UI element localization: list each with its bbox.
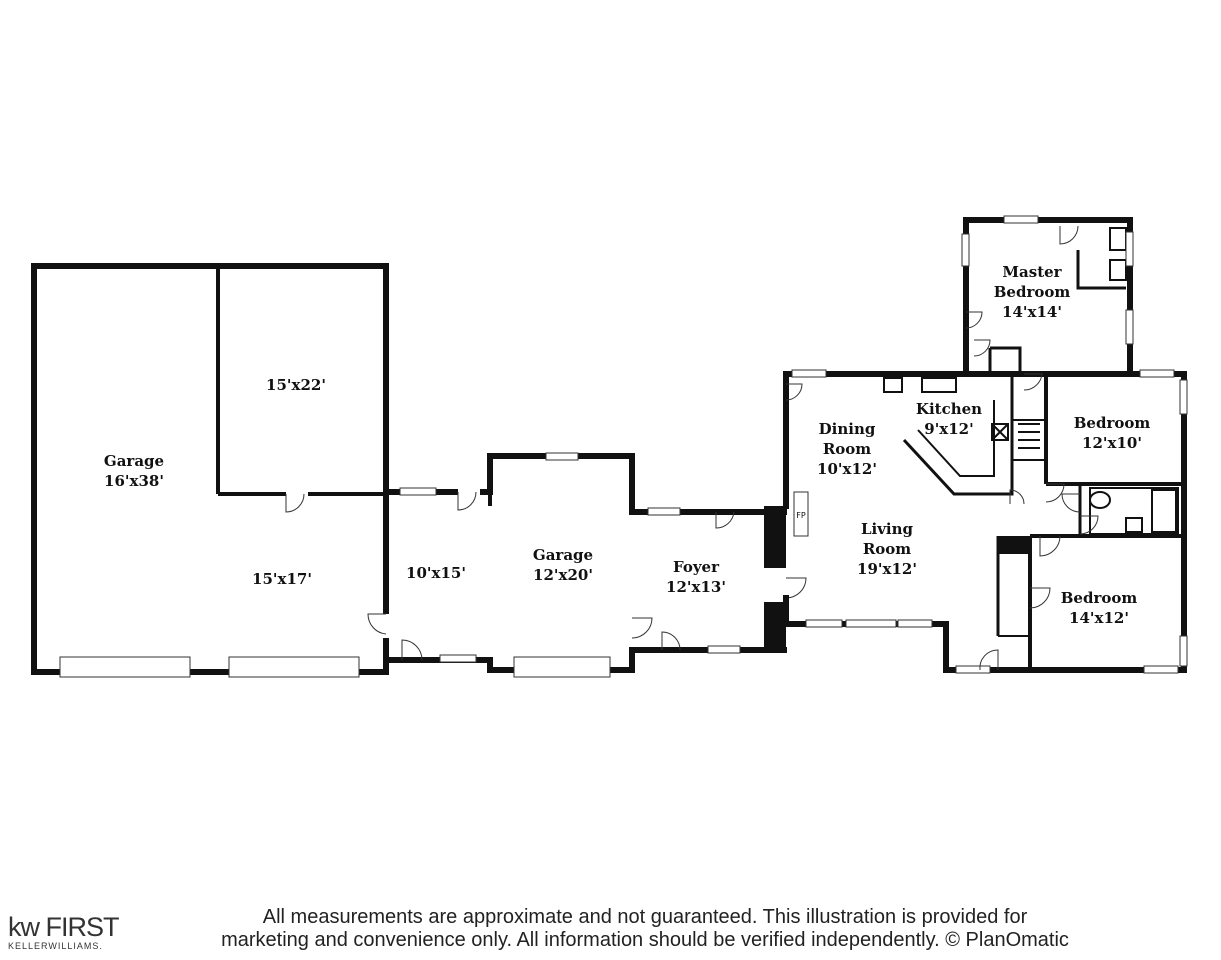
- small-garage-size: 12'x20': [533, 566, 593, 584]
- kw-first-logo: kw FIRST KELLERWILLIAMS.: [8, 913, 119, 951]
- bedroom2-size: 12'x10': [1082, 434, 1142, 452]
- fireplace-label: FP: [796, 511, 806, 520]
- master-name-1: Master: [1002, 263, 1062, 281]
- living-name-1: Living: [861, 520, 914, 538]
- living-size: 19'x12': [857, 560, 917, 578]
- main-house-doors: [785, 225, 1099, 671]
- dining-name-2: Room: [823, 440, 871, 458]
- dining-size: 10'x12': [817, 460, 877, 478]
- kitchen-name: Kitchen: [916, 400, 982, 418]
- big-garage-name: Garage: [104, 452, 164, 470]
- logo-brand: kw FIRST: [8, 912, 119, 942]
- bedroom2-name: Bedroom: [1074, 414, 1151, 432]
- logo-tagline: KELLERWILLIAMS.: [8, 941, 103, 951]
- bedroom3-size: 14'x12': [1069, 609, 1129, 627]
- master-size: 14'x14': [1002, 303, 1062, 321]
- big-garage-size: 16'x38': [104, 472, 164, 490]
- master-name-2: Bedroom: [994, 283, 1071, 301]
- foyer-name: Foyer: [673, 558, 720, 576]
- big-garage-walls: [31, 263, 389, 675]
- mid-section-windows: [399, 452, 611, 678]
- disclaimer-line-1: All measurements are approximate and not…: [262, 906, 1028, 928]
- foyer-size: 12'x13': [666, 578, 726, 596]
- mud-room-size: 10'x15': [406, 564, 466, 582]
- storage-lower-size: 15'x17': [252, 570, 312, 588]
- dining-name-1: Dining: [819, 420, 876, 438]
- main-house-walls: [783, 217, 1187, 673]
- living-name-2: Room: [863, 540, 911, 558]
- bedroom3-name: Bedroom: [1061, 589, 1138, 607]
- storage-upper-size: 15'x22': [266, 376, 326, 394]
- foyer-windows: [647, 507, 741, 654]
- mid-section-doors: [367, 488, 653, 661]
- main-house-windows: [791, 215, 1188, 674]
- big-garage-inner-door: [285, 490, 308, 513]
- kitchen-size: 9'x12': [924, 420, 973, 438]
- foyer-doors: [661, 511, 807, 651]
- small-garage-name: Garage: [533, 546, 593, 564]
- garage-doors-big: [59, 656, 360, 678]
- disclaimer-line-2: marketing and convenience only. All info…: [221, 929, 1069, 951]
